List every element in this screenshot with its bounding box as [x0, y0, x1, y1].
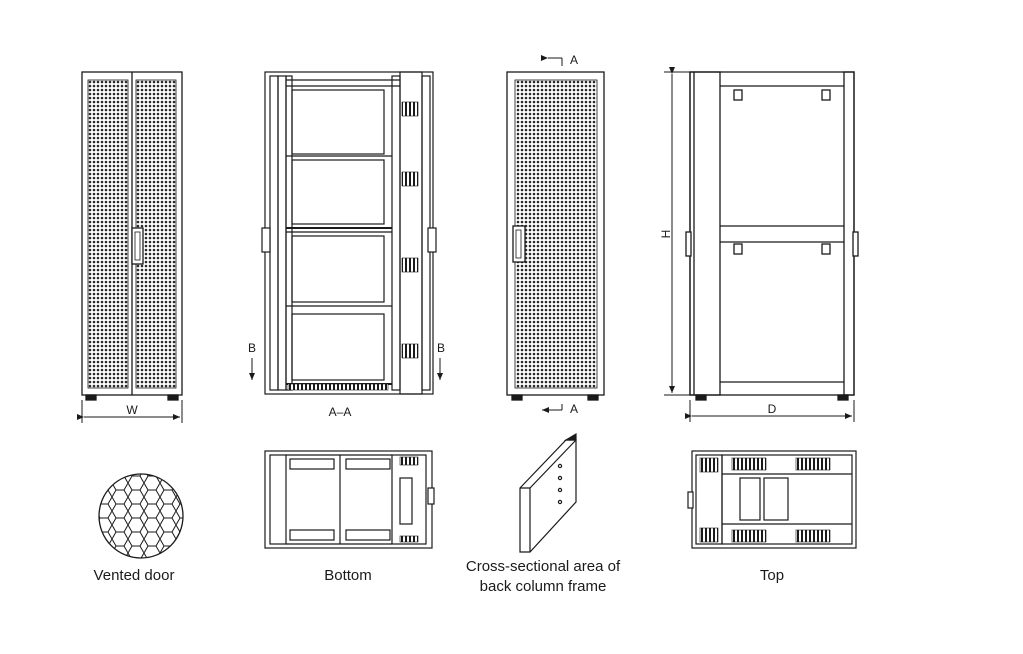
- section-a-label-bottom: A: [570, 402, 578, 416]
- front-view: [81, 71, 183, 401]
- side-view: [685, 71, 859, 401]
- height-dimension: [664, 67, 690, 396]
- depth-dimension: [685, 400, 855, 422]
- width-dimension: [77, 400, 183, 423]
- top-view: [687, 450, 857, 549]
- section-a-a-view: [261, 71, 437, 395]
- rear-door-view: [506, 71, 605, 401]
- section-a-label-top: A: [570, 53, 578, 67]
- vented-door-detail: [98, 473, 184, 559]
- vented-door-caption: Vented door: [94, 567, 175, 584]
- height-label: H: [659, 230, 673, 239]
- section-a-marker-bottom: [542, 404, 563, 413]
- top-caption: Top: [760, 567, 784, 584]
- bottom-view: [264, 450, 435, 549]
- bottom-caption: Bottom: [324, 567, 372, 584]
- column-cross-section-detail: [519, 432, 577, 553]
- section-a-a-label: A–A: [329, 405, 352, 419]
- cross-section-caption-line2: back column frame: [480, 578, 607, 595]
- section-b-label-right: B: [437, 341, 445, 355]
- width-label: W: [126, 403, 138, 417]
- cross-section-caption-line1: Cross-sectional area of: [466, 558, 621, 575]
- depth-label: D: [768, 402, 777, 416]
- section-a-marker-top: [541, 55, 563, 66]
- section-b-label-left: B: [248, 341, 256, 355]
